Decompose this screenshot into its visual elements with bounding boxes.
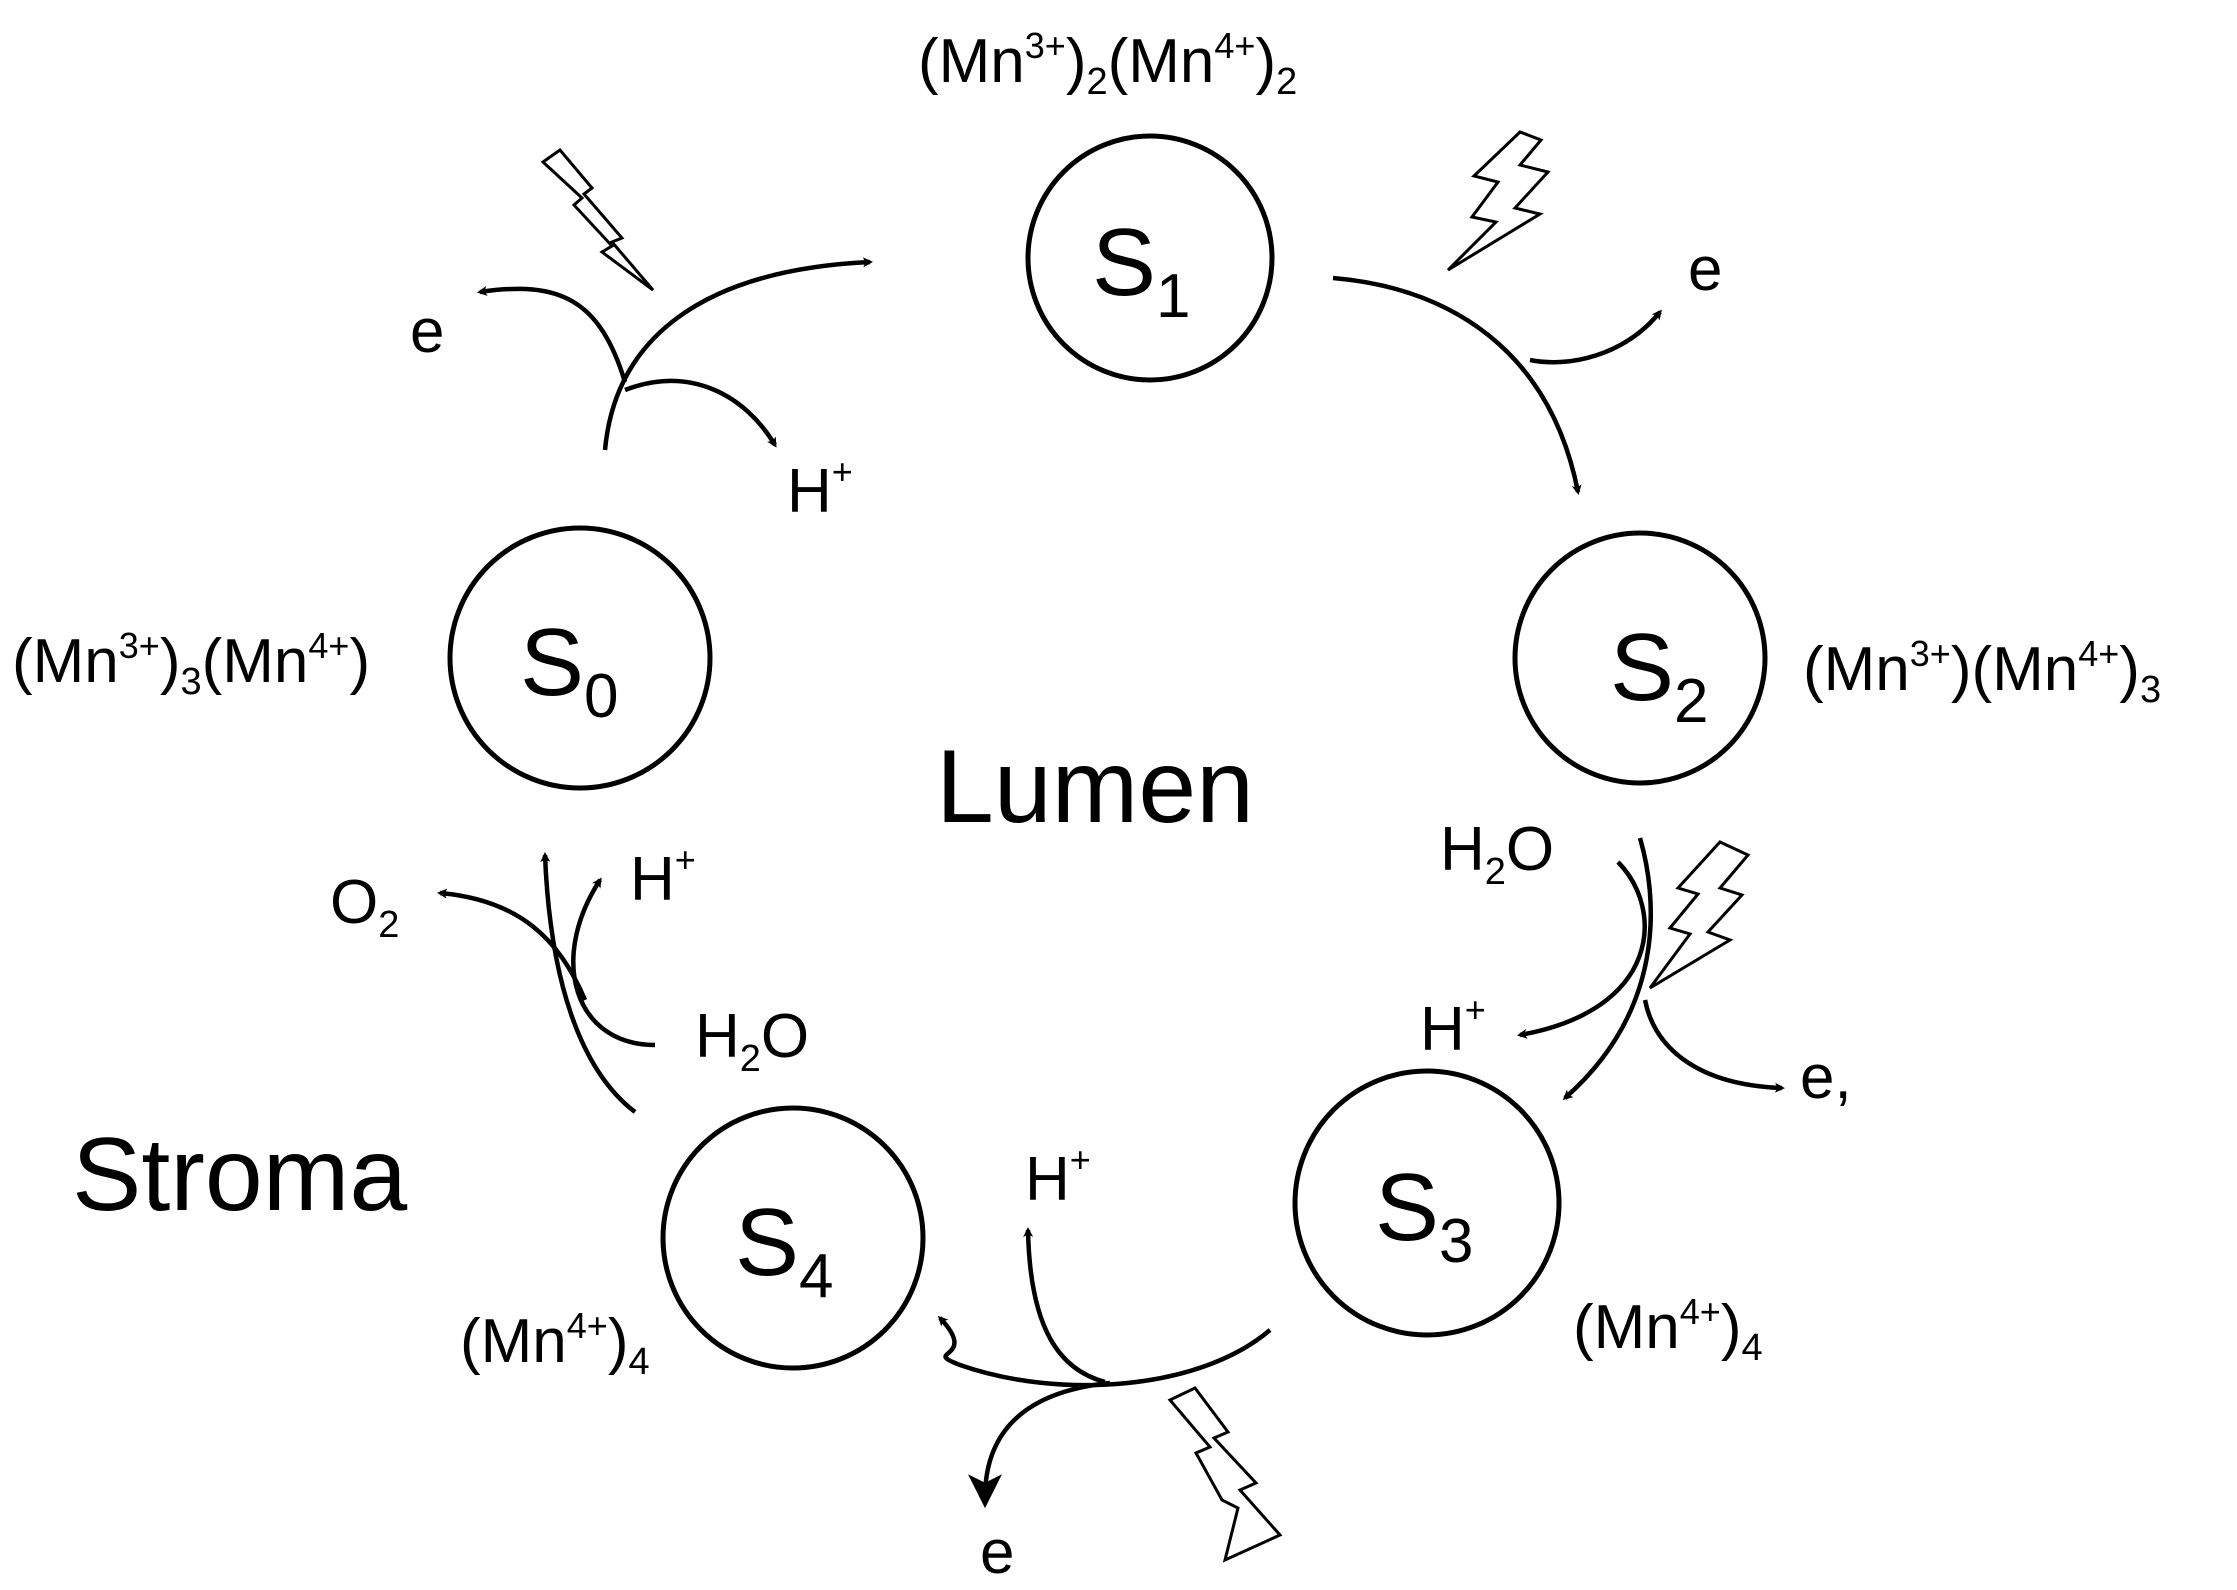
lightning-bolt-icon <box>1446 130 1551 272</box>
transition-s3-s4: H+ e <box>937 1139 1283 1587</box>
state-s0-label: S0 <box>520 609 619 731</box>
electron-label-s1: e <box>1688 235 1722 304</box>
arrow-proton-release-s3 <box>1023 1227 1106 1385</box>
arrow-electron-release-s3 <box>968 1380 1111 1509</box>
arrow-s2-to-s3 <box>1562 837 1654 1100</box>
state-s2-label: S2 <box>1610 614 1709 736</box>
state-s2: S2 <box>1512 530 1768 786</box>
state-s1-label: S1 <box>1092 209 1191 331</box>
transition-s0-s1: e H+ <box>410 147 873 526</box>
lightning-bolt-icon <box>1167 1386 1283 1563</box>
electron-label-s2: e, <box>1800 1043 1852 1112</box>
electron-label-s3: e <box>980 1518 1014 1585</box>
arrow-s3-to-s4 <box>937 1315 1272 1388</box>
arrow-s4-to-s0 <box>540 852 637 1114</box>
transition-s2-s3: H2O H+ e, <box>1420 815 1852 1112</box>
transition-s4-s0: O2 H+ H2O <box>330 839 809 1114</box>
arrow-proton-release-s2 <box>1517 860 1647 1039</box>
state-s3-circle <box>1292 1068 1562 1338</box>
lumen-label: Lumen <box>936 729 1254 845</box>
state-s3: S3 <box>1292 1068 1562 1338</box>
oxygen-label: O2 <box>330 868 399 946</box>
s1-mn-state: (Mn3+)2(Mn4+)2 <box>918 25 1297 103</box>
s2-mn-state: (Mn3+)(Mn4+)3 <box>1803 633 2161 711</box>
state-s3-label: S3 <box>1375 1154 1474 1276</box>
arrow-proton-release-s0 <box>624 378 777 448</box>
transition-s1-s2: e <box>1332 130 1722 495</box>
state-s4-label: S4 <box>735 1189 834 1311</box>
state-s1: S1 <box>1025 133 1275 383</box>
state-s1-circle <box>1025 133 1275 383</box>
proton-label-s2: H+ <box>1420 989 1486 1064</box>
arrow-s0-to-s1 <box>602 257 873 451</box>
arrow-s1-to-s2 <box>1332 275 1582 495</box>
state-s0: S0 <box>447 525 713 791</box>
s3-mn-state: (Mn4+)4 <box>1573 1291 1763 1369</box>
s0-mn-state: (Mn3+)3(Mn4+) <box>12 625 370 703</box>
lightning-bolt-icon <box>1648 840 1751 990</box>
arrow-electron-release-s2 <box>1642 999 1785 1093</box>
water-label-s2: H2O <box>1440 815 1554 893</box>
arrow-electron-release-s1 <box>1529 309 1662 365</box>
state-s4: S4 <box>660 1105 926 1371</box>
state-s4-circle <box>660 1105 926 1371</box>
state-s0-circle <box>447 525 713 791</box>
s4-mn-state: (Mn4+)4 <box>460 1305 650 1383</box>
stroma-label: Stroma <box>72 1117 407 1233</box>
state-s2-circle <box>1512 530 1768 786</box>
electron-label-s0: e <box>410 297 444 366</box>
arrow-proton-release-s4 <box>571 877 656 1048</box>
arrow-electron-release-s0 <box>477 286 628 383</box>
proton-label-s4: H+ <box>630 839 696 914</box>
water-label-s4: H2O <box>695 1002 809 1080</box>
lightning-bolt-icon <box>540 147 655 292</box>
proton-label-s0: H+ <box>787 451 853 526</box>
proton-label-s3: H+ <box>1025 1139 1091 1214</box>
